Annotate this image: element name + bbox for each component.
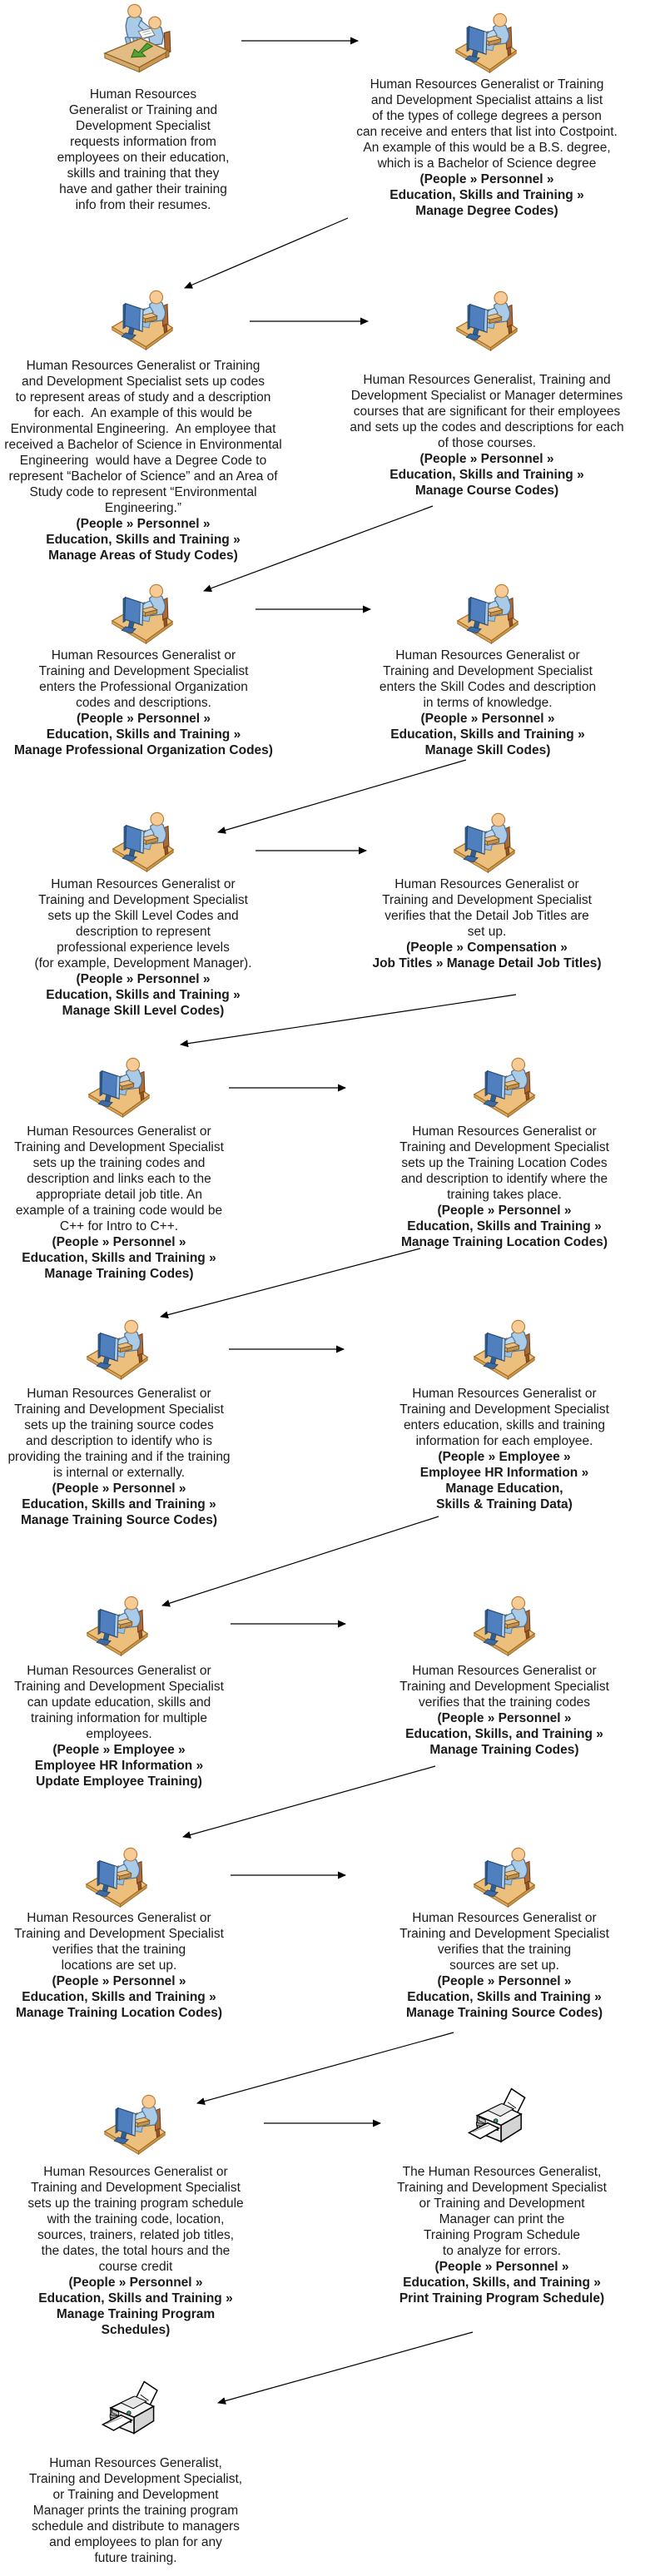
step-3-navigation: (People » Personnel » Education, Skills … bbox=[46, 517, 241, 563]
step-10-navigation: (People » Personnel » Education, Skills … bbox=[400, 1204, 608, 1249]
step-5-description: Human Resources Generalist or Training a… bbox=[38, 648, 249, 710]
flow-arrow bbox=[161, 1516, 439, 1607]
step-18: The Human Resources Generalist, Training… bbox=[360, 2164, 643, 2306]
step-18-navigation: (People » Personnel » Education, Skills,… bbox=[399, 2260, 605, 2305]
step-10: Human Resources Generalist or Training a… bbox=[375, 1124, 633, 1250]
person-at-computer-icon bbox=[474, 1596, 535, 1656]
person-at-computer-icon bbox=[112, 583, 173, 644]
person-at-computer-icon bbox=[88, 1057, 150, 1118]
step-8: Human Resources Generalist or Training a… bbox=[350, 876, 624, 971]
step-14-navigation: (People » Personnel » Education, Skills,… bbox=[405, 1711, 603, 1757]
flow-arrow bbox=[160, 1248, 421, 1319]
step-8-navigation: (People » Compensation » Job Titles » Ma… bbox=[372, 941, 602, 970]
step-13-description: Human Resources Generalist or Training a… bbox=[14, 1664, 224, 1741]
printer-icon bbox=[102, 2380, 158, 2435]
step-5: Human Resources Generalist or Training a… bbox=[0, 648, 287, 758]
step-10-description: Human Resources Generalist or Training a… bbox=[399, 1124, 609, 1202]
step-18-description: The Human Resources Generalist, Training… bbox=[397, 2165, 607, 2258]
flow-arrow bbox=[203, 505, 434, 593]
step-11: Human Resources Generalist or Training a… bbox=[0, 1386, 248, 1528]
step-8-description: Human Resources Generalist or Training a… bbox=[382, 877, 592, 939]
step-5-navigation: (People » Personnel » Education, Skills … bbox=[14, 712, 273, 757]
step-15-description: Human Resources Generalist or Training a… bbox=[14, 1911, 224, 1973]
step-12-navigation: (People » Employee » Employee HR Informa… bbox=[419, 1450, 589, 1511]
person-at-computer-icon bbox=[112, 812, 174, 872]
flow-arrow bbox=[217, 759, 467, 834]
step-14: Human Resources Generalist or Training a… bbox=[371, 1663, 638, 1758]
step-1: Human Resources Generalist or Training a… bbox=[39, 87, 247, 213]
step-16: Human Resources Generalist or Training a… bbox=[371, 1910, 638, 2021]
step-9-navigation: (People » Personnel » Education, Skills … bbox=[22, 1235, 216, 1281]
printer-icon bbox=[468, 2087, 526, 2142]
step-7-description: Human Resources Generalist or Training a… bbox=[34, 877, 252, 970]
step-4-description: Human Resources Generalist, Training and… bbox=[350, 373, 624, 450]
step-2: Human Resources Generalist or Training a… bbox=[341, 77, 633, 219]
step-17-description: Human Resources Generalist or Training a… bbox=[27, 2165, 244, 2274]
step-6-navigation: (People » Personnel » Education, Skills … bbox=[390, 712, 585, 757]
person-at-computer-icon bbox=[86, 1847, 147, 1908]
person-at-computer-icon bbox=[87, 1319, 148, 1380]
step-7: Human Resources Generalist or Training a… bbox=[14, 876, 272, 1019]
person-at-computer-icon bbox=[457, 583, 519, 644]
person-at-computer-icon bbox=[104, 2094, 166, 2155]
two-people-meeting-icon bbox=[104, 3, 171, 73]
step-9: Human Resources Generalist or Training a… bbox=[0, 1124, 244, 1282]
step-7-navigation: (People » Personnel » Education, Skills … bbox=[46, 972, 241, 1018]
step-11-description: Human Resources Generalist or Training a… bbox=[7, 1387, 231, 1480]
step-2-description: Human Resources Generalist or Training a… bbox=[356, 77, 618, 171]
step-1-description: Human Resources Generalist or Training a… bbox=[57, 87, 230, 212]
step-14-description: Human Resources Generalist or Training a… bbox=[399, 1664, 609, 1710]
person-at-computer-icon bbox=[112, 290, 173, 350]
step-16-description: Human Resources Generalist or Training a… bbox=[399, 1911, 609, 1973]
step-11-navigation: (People » Personnel » Education, Skills … bbox=[21, 1482, 217, 1527]
step-2-navigation: (People » Personnel » Education, Skills … bbox=[390, 172, 584, 218]
step-16-navigation: (People » Personnel » Education, Skills … bbox=[406, 1974, 603, 2020]
step-4-navigation: (People » Personnel » Education, Skills … bbox=[390, 452, 584, 498]
flow-arrow bbox=[184, 217, 349, 289]
step-3: Human Resources Generalist or Training a… bbox=[0, 358, 289, 563]
step-12-description: Human Resources Generalist or Training a… bbox=[399, 1387, 609, 1448]
step-19: Human Resources Generalist, Training and… bbox=[0, 2455, 273, 2566]
step-3-description: Human Resources Generalist or Training a… bbox=[4, 359, 282, 515]
person-at-computer-icon bbox=[87, 1596, 148, 1656]
person-at-computer-icon bbox=[455, 12, 517, 73]
flow-arrow bbox=[217, 2331, 474, 2405]
step-17-navigation: (People » Personnel » Education, Skills … bbox=[38, 2276, 233, 2337]
person-at-computer-icon bbox=[474, 1319, 535, 1380]
step-17: Human Resources Generalist or Training a… bbox=[0, 2164, 273, 2338]
step-19-description: Human Resources Generalist, Training and… bbox=[28, 2456, 243, 2565]
person-at-computer-icon bbox=[456, 290, 518, 351]
flow-arrow bbox=[196, 2032, 454, 2105]
person-at-computer-icon bbox=[454, 812, 515, 873]
step-12: Human Resources Generalist or Training a… bbox=[375, 1386, 633, 1512]
step-4: Human Resources Generalist, Training and… bbox=[337, 372, 637, 499]
step-6: Human Resources Generalist or Training a… bbox=[359, 648, 617, 758]
step-15-navigation: (People » Personnel » Education, Skills … bbox=[15, 1974, 223, 2020]
step-15: Human Resources Generalist or Training a… bbox=[0, 1910, 252, 2021]
step-13: Human Resources Generalist or Training a… bbox=[0, 1663, 248, 1789]
person-at-computer-icon bbox=[474, 1847, 535, 1908]
person-at-computer-icon bbox=[474, 1057, 535, 1118]
step-13-navigation: (People » Employee » Employee HR Informa… bbox=[34, 1743, 204, 1789]
step-9-description: Human Resources Generalist or Training a… bbox=[14, 1124, 224, 1233]
flow-arrow bbox=[182, 1765, 436, 1839]
flow-arrow bbox=[180, 994, 517, 1048]
step-6-description: Human Resources Generalist or Training a… bbox=[379, 648, 597, 710]
